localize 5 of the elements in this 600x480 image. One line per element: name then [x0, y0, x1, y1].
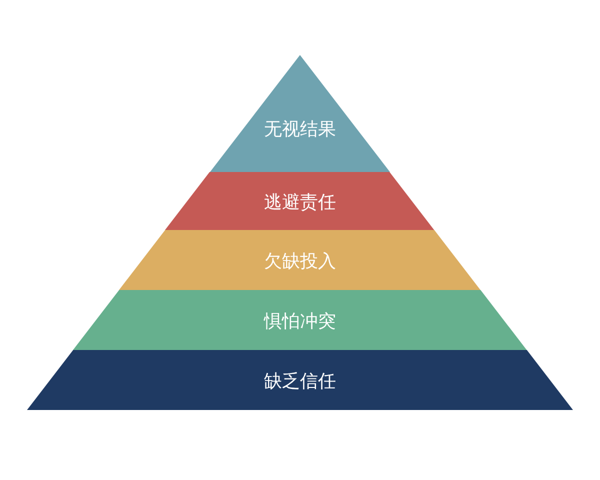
tier-label: 逃避责任 [262, 191, 337, 214]
tier-label: 欠缺投入 [262, 250, 337, 273]
tier-label: 缺乏信任 [263, 370, 337, 393]
tier-label: 无视结果 [262, 118, 337, 141]
tier-label: 惧怕冲突 [262, 310, 337, 333]
